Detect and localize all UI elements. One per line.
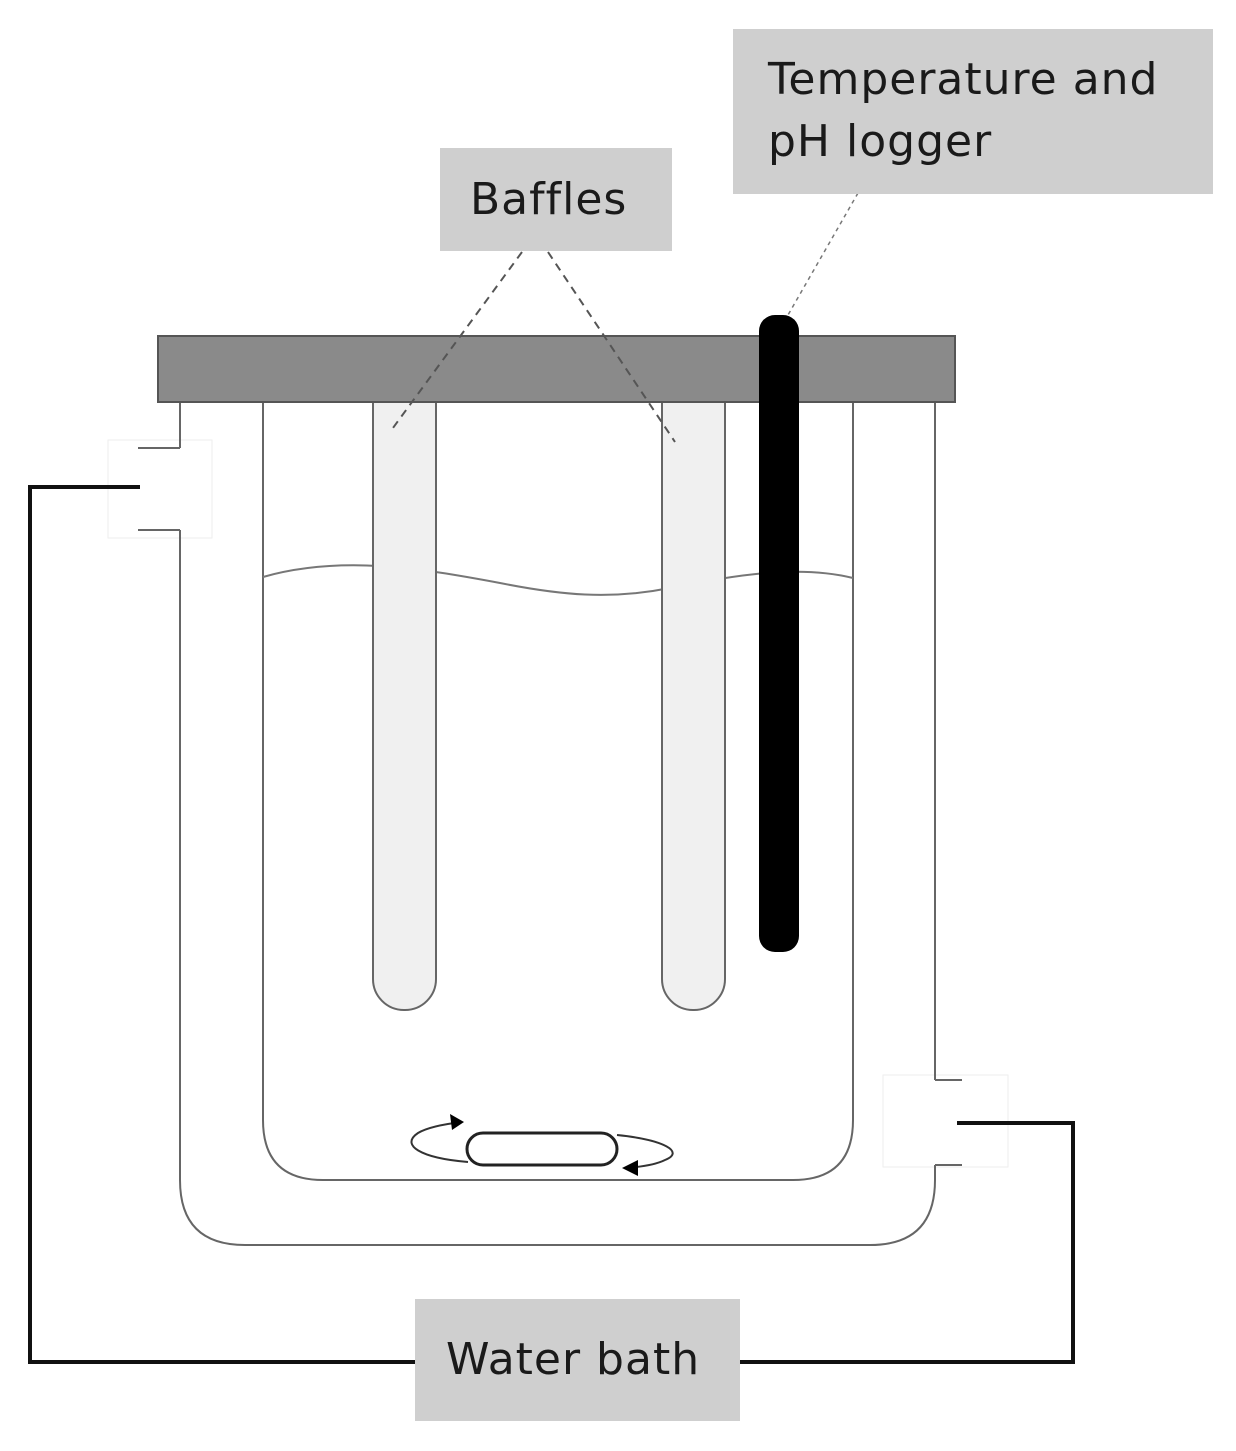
logger-leader	[787, 192, 859, 316]
temperature-logger-label-box	[733, 29, 1213, 194]
temperature-logger-label-line2: pH logger	[768, 116, 993, 167]
vessel-lid	[157, 335, 956, 403]
stir-bar	[465, 1131, 619, 1167]
baffles-label-box	[440, 148, 672, 251]
stir-rotation-arrow-bottom	[616, 1134, 674, 1169]
baffles-label: Baffles	[470, 174, 628, 225]
water-bath-label-box	[415, 1299, 740, 1421]
water-bath-label: Water bath	[446, 1334, 701, 1385]
baffles-leader-left	[389, 251, 523, 433]
water-jacket	[179, 400, 936, 1246]
baffle-left	[372, 394, 437, 1011]
water-line-left	[28, 485, 415, 1364]
temperature-logger-label-line1: Temperature and	[768, 54, 1159, 105]
stir-rotation-arrow-top	[410, 1121, 469, 1163]
water-line-right	[740, 1121, 1075, 1364]
temperature-ph-probe	[759, 315, 799, 952]
baffle-right	[661, 394, 726, 1011]
inner-vessel	[262, 400, 854, 1181]
baffles-leader-right	[547, 251, 676, 443]
